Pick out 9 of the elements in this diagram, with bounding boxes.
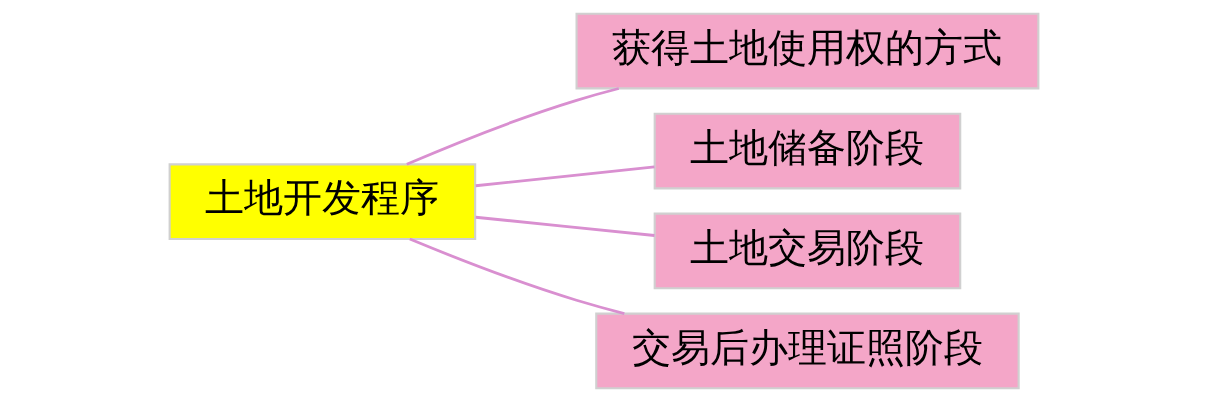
- connector: [406, 87, 620, 166]
- node-box: 土地交易阶段: [653, 212, 962, 290]
- node-box: 土地开发程序: [168, 163, 477, 241]
- node-box: 获得土地使用权的方式: [575, 12, 1040, 90]
- node-box: 土地储备阶段: [653, 112, 962, 190]
- connector: [475, 215, 655, 237]
- connector: [475, 165, 655, 188]
- connector: [409, 237, 625, 315]
- node-box: 交易后办理证照阶段: [595, 312, 1020, 390]
